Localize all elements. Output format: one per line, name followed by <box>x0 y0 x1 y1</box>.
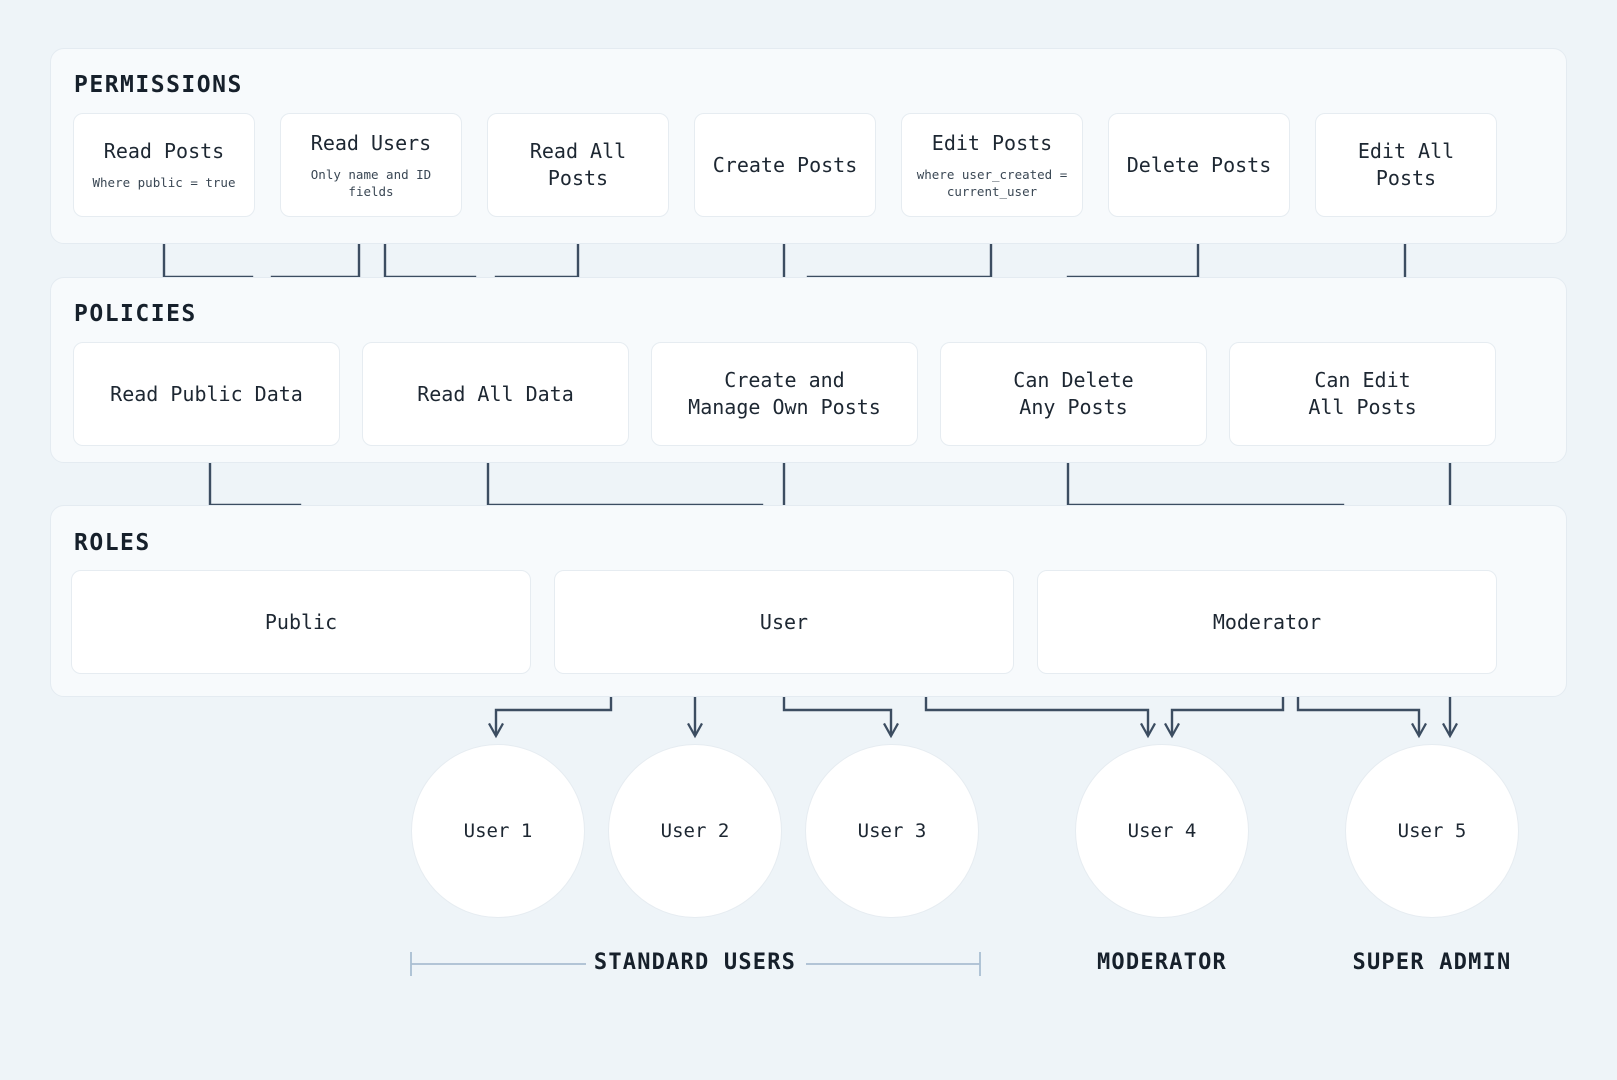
permission-label: Read Posts <box>103 139 225 164</box>
permission-card-edit-posts[interactable]: Edit Posts where user_created = current_… <box>901 113 1083 217</box>
policy-card-read-public-data[interactable]: Read Public Data <box>73 342 340 446</box>
group-label-moderator: MODERATOR <box>1096 950 1228 975</box>
permission-card-edit-all-posts[interactable]: Edit All Posts <box>1315 113 1497 217</box>
permission-card-read-users[interactable]: Read Users Only name and ID fields <box>280 113 462 217</box>
policy-label: Can Delete Any Posts <box>1013 368 1134 419</box>
permission-label: Create Posts <box>712 152 858 177</box>
permission-label: Read Users <box>310 130 432 155</box>
permission-sublabel: where user_created = current_user <box>916 166 1068 200</box>
policy-label: Read Public Data <box>110 381 303 406</box>
policy-label: Create and Manage Own Posts <box>688 368 881 419</box>
section-title-policies: POLICIES <box>74 301 197 327</box>
user-label: User 4 <box>1127 820 1197 842</box>
policy-card-can-delete-any-posts[interactable]: Can Delete Any Posts <box>940 342 1207 446</box>
user-node-1[interactable]: User 1 <box>411 744 585 918</box>
role-card-user[interactable]: User <box>554 570 1014 674</box>
permission-label: Edit Posts <box>931 130 1053 155</box>
permission-sublabel: Only name and ID fields <box>310 166 432 200</box>
section-title-roles: ROLES <box>74 530 151 556</box>
user-node-2[interactable]: User 2 <box>608 744 782 918</box>
policy-card-create-manage-own-posts[interactable]: Create and Manage Own Posts <box>651 342 918 446</box>
user-node-3[interactable]: User 3 <box>805 744 979 918</box>
permission-label: Read All Posts <box>529 139 627 190</box>
role-label: Moderator <box>1212 609 1322 634</box>
policy-card-can-edit-all-posts[interactable]: Can Edit All Posts <box>1229 342 1496 446</box>
policy-label: Can Edit All Posts <box>1308 368 1417 419</box>
user-node-4[interactable]: User 4 <box>1075 744 1249 918</box>
user-label: User 2 <box>660 820 730 842</box>
policy-label: Read All Data <box>417 381 574 406</box>
permission-card-read-all-posts[interactable]: Read All Posts <box>487 113 669 217</box>
role-label: User <box>759 609 809 634</box>
section-title-permissions: PERMISSIONS <box>74 72 243 98</box>
permission-card-delete-posts[interactable]: Delete Posts <box>1108 113 1290 217</box>
permission-label: Delete Posts <box>1126 152 1272 177</box>
policy-card-read-all-data[interactable]: Read All Data <box>362 342 629 446</box>
permission-label: Edit All Posts <box>1357 139 1455 190</box>
role-card-public[interactable]: Public <box>71 570 531 674</box>
role-card-moderator[interactable]: Moderator <box>1037 570 1497 674</box>
user-label: User 1 <box>463 820 533 842</box>
user-label: User 3 <box>857 820 927 842</box>
user-label: User 5 <box>1397 820 1467 842</box>
role-label: Public <box>264 609 338 634</box>
permission-sublabel: Where public = true <box>92 175 236 191</box>
permission-card-create-posts[interactable]: Create Posts <box>694 113 876 217</box>
user-node-5[interactable]: User 5 <box>1345 744 1519 918</box>
group-label-standard-users: STANDARD USERS <box>593 950 797 975</box>
group-label-super-admin: SUPER ADMIN <box>1352 950 1512 975</box>
permission-card-read-posts[interactable]: Read Posts Where public = true <box>73 113 255 217</box>
